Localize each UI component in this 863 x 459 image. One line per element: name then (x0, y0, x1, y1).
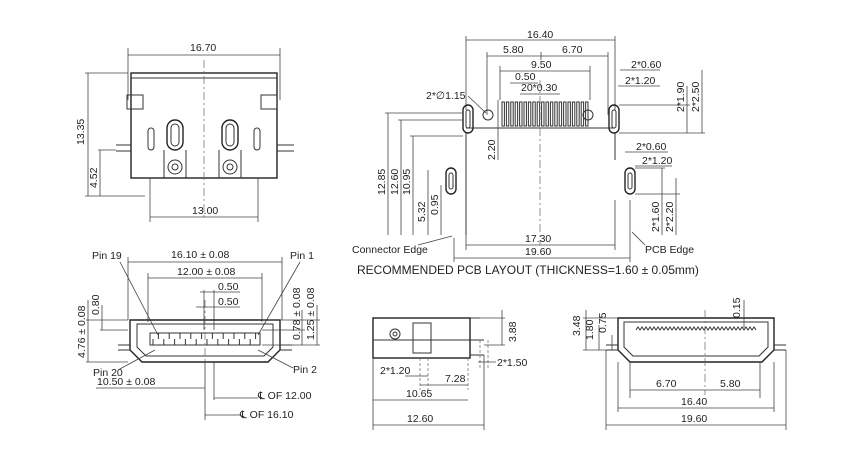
pcb-layout: 16.40 5.80 6.70 9.50 0.50 20*0.30 2*∅1.1… (352, 29, 705, 277)
dim-pcb-h-1095: 10.95 (401, 169, 413, 195)
dim-side-slot1: 2*1.20 (380, 365, 411, 377)
dim-pcb-slot-w-mid: 2*0.60 (636, 141, 667, 153)
pcb-pad (549, 101, 554, 127)
pcb-layout-title: RECOMMENDED PCB LAYOUT (THICKNESS=1.60 ±… (357, 263, 699, 277)
front-contact-row (152, 333, 257, 345)
dim-pcb-slot-h1: 2*1.90 (675, 81, 687, 112)
pcb-pad (567, 101, 571, 127)
pcb-pad (527, 101, 532, 127)
dim-pcb-slot-l-top: 2*1.20 (625, 75, 656, 87)
dim-pcb-pad-width: 20*0.30 (521, 82, 557, 94)
pcb-pad (563, 101, 567, 127)
dim-pcb-left-span: 5.80 (503, 44, 524, 56)
dim-front-h-078: 0.78 ± 0.08 (291, 287, 303, 340)
dim-pcb-w-1960: 19.60 (525, 246, 551, 258)
pcb-pad (505, 101, 510, 127)
front-view: Pin 19 Pin 1 16.10 ± 0.08 12.00 ± 0.08 0… (76, 249, 320, 421)
dim-pcb-h-160: 2*1.60 (650, 201, 662, 232)
pcb-pad (545, 101, 549, 127)
dim-side-slot2: 2*1.50 (497, 357, 528, 369)
dim-rear-w-670: 6.70 (656, 378, 677, 390)
pcb-pad (510, 101, 514, 127)
label-connector-edge: Connector Edge (352, 244, 428, 256)
pcb-pad (571, 101, 576, 127)
dim-side-w-1260: 12.60 (407, 413, 433, 425)
dim-side-w-1065: 10.65 (406, 388, 432, 400)
pcb-pad (554, 101, 558, 127)
pcb-pad (585, 101, 589, 127)
dim-pcb-pad-depth: 2.20 (486, 139, 498, 160)
dim-front-cl-1610: ℄ OF 16.10 (239, 409, 294, 421)
dim-front-h-125: 1.25 ± 0.08 (305, 287, 317, 340)
dim-top-height: 13.35 (75, 119, 87, 145)
dim-front-p2: 0.50 (218, 296, 239, 308)
dim-pcb-width: 16.40 (527, 29, 553, 41)
pcb-pad (532, 101, 536, 127)
dim-side-h-388: 3.88 (507, 321, 519, 342)
dim-rear-h-348: 3.48 (571, 315, 583, 336)
label-pcb-edge: PCB Edge (645, 244, 694, 256)
dim-pcb-hole: 2*∅1.15 (426, 90, 466, 102)
dim-top-width: 16.70 (190, 42, 216, 54)
label-pin19: Pin 19 (92, 250, 122, 262)
pcb-pad (558, 101, 563, 127)
top-view: 16.70 13.35 4.52 (75, 42, 294, 222)
dim-pcb-h-1260: 12.60 (389, 169, 401, 195)
rear-contact-teeth (635, 326, 757, 331)
dim-rear-h-015: 0.15 (731, 297, 743, 318)
dim-front-p1: 0.50 (218, 281, 239, 293)
pcb-pad (523, 101, 527, 127)
pcb-pad (519, 101, 523, 127)
dim-front-cl-1200: ℄ OF 12.00 (257, 390, 312, 402)
rear-view: 3.48 1.80 0.75 0.15 6.70 5.80 16.40 19.6… (571, 297, 787, 430)
pcb-pad (501, 101, 505, 127)
dim-top-lower: 4.52 (88, 167, 100, 188)
label-pin2: Pin 2 (293, 364, 317, 376)
dim-pcb-slot-l-mid: 2*1.20 (642, 155, 673, 167)
dim-pcb-pitch: 0.50 (515, 71, 536, 83)
dim-pcb-pad-span: 9.50 (531, 59, 552, 71)
dim-side-w-728: 7.28 (445, 373, 466, 385)
dim-rear-h-180: 1.80 (584, 319, 596, 340)
label-pin1: Pin 1 (290, 250, 314, 262)
dim-front-w-1200: 12.00 ± 0.08 (177, 266, 235, 278)
dim-top-base: 13.00 (192, 205, 218, 217)
dim-pcb-h-220: 2*2.20 (664, 201, 676, 232)
dim-front-w-1610: 16.10 ± 0.08 (171, 249, 229, 261)
dim-rear-h-075: 0.75 (597, 312, 609, 333)
label-pin20: Pin 20 (93, 367, 123, 379)
dim-rear-w-1960: 19.60 (681, 413, 707, 425)
dim-rear-w-580: 5.80 (720, 378, 741, 390)
pcb-pad-row (501, 101, 589, 127)
dim-pcb-h-095: 0.95 (429, 194, 441, 215)
dim-pcb-slot-w-top: 2*0.60 (631, 59, 662, 71)
dim-pcb-h-1285: 12.85 (376, 169, 388, 195)
pcb-pad (514, 101, 519, 127)
dim-front-h-476: 4.76 ± 0.08 (76, 305, 88, 358)
dim-pcb-right-span: 6.70 (562, 44, 583, 56)
dim-front-h-080: 0.80 (90, 294, 102, 315)
dim-rear-w-1640: 16.40 (681, 396, 707, 408)
pcb-pad (580, 101, 585, 127)
dim-pcb-w-1730: 17.30 (525, 233, 551, 245)
pcb-pad (536, 101, 541, 127)
side-view: 3.88 2*1.20 2*1.50 7.28 10.65 12.60 (372, 310, 528, 430)
dim-pcb-slot-h2: 2*2.50 (690, 81, 702, 112)
dim-pcb-h-532: 5.32 (416, 201, 428, 222)
pcb-pad (541, 101, 545, 127)
dim-front-w-1050: 10.50 ± 0.08 (97, 376, 155, 388)
pcb-pad (576, 101, 580, 127)
